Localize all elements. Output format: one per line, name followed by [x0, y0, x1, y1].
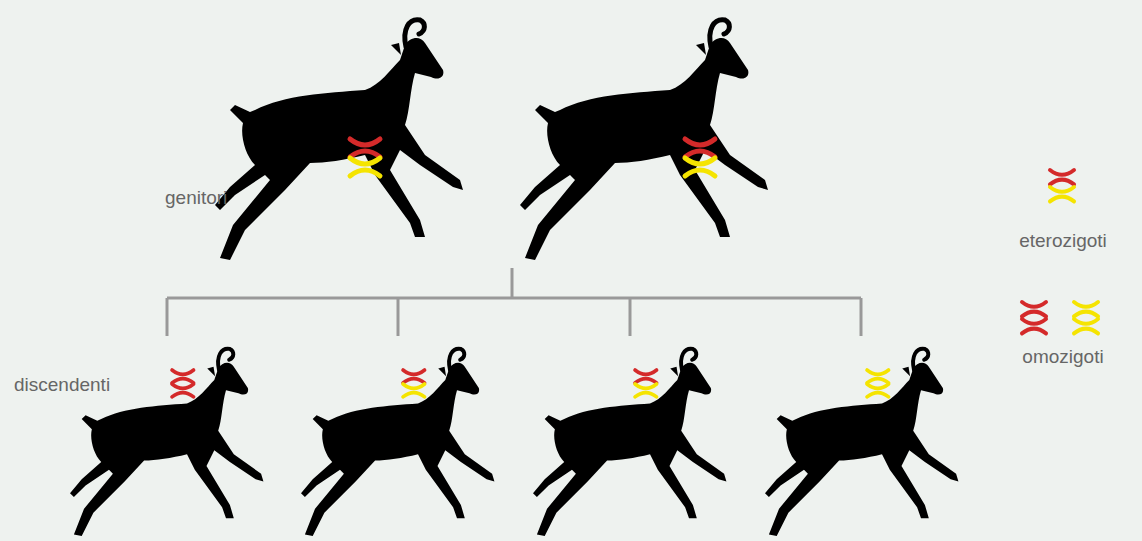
row-label: genitori: [165, 187, 227, 209]
goat-offspring: [301, 349, 494, 536]
goat-parent: [215, 20, 463, 260]
legend-label: eterozigoti: [1019, 230, 1107, 252]
family-bracket: [167, 268, 861, 336]
legend-sample-homozygous: [1022, 302, 1098, 333]
goat-offspring: [765, 349, 958, 536]
goat-parent: [520, 20, 768, 260]
legend-sample-heterozygous: [1050, 170, 1074, 201]
legend-label: omozigoti: [1022, 346, 1103, 368]
row-label: discendenti: [14, 374, 110, 396]
goat-offspring: [533, 349, 726, 536]
